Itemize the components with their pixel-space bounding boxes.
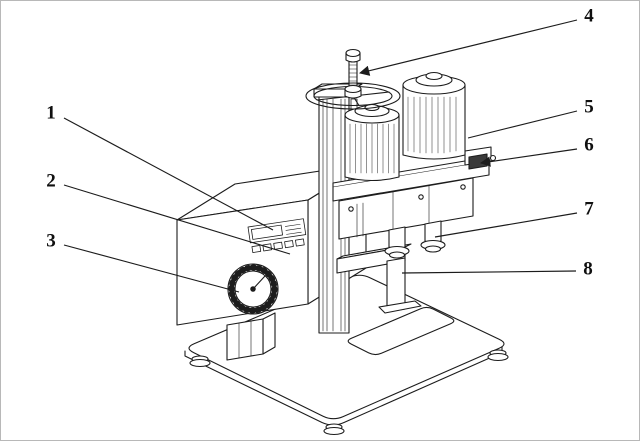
leader-line-6 <box>479 148 578 167</box>
belt-clamp <box>468 153 488 170</box>
leader-line-2 <box>63 184 291 255</box>
leader-line-8 <box>401 270 577 274</box>
spindle-head <box>384 226 410 259</box>
leader-line-5 <box>467 110 578 139</box>
callout-label-8: 8 <box>583 259 593 280</box>
handwheel[interactable] <box>305 82 401 110</box>
gear-housing <box>338 177 474 240</box>
machine-foot <box>323 423 345 436</box>
panel-buttons[interactable] <box>251 238 305 253</box>
machine-drawing <box>176 48 509 436</box>
spindle-heads <box>384 220 446 259</box>
motor-right <box>402 71 466 160</box>
head-assembly <box>332 146 497 240</box>
callout-label-7: 7 <box>584 199 594 220</box>
callout-label-3: 3 <box>46 231 56 252</box>
callout-label-1: 1 <box>46 103 56 124</box>
callout-label-6: 6 <box>584 135 594 156</box>
screw-shaft <box>345 48 361 92</box>
spindle-head <box>420 220 446 253</box>
base-plate <box>184 274 509 436</box>
panel-display <box>251 224 283 240</box>
leader-line-1 <box>63 117 274 231</box>
pedestal <box>226 312 276 361</box>
mount-plate <box>332 156 490 202</box>
callouts-layer: 1 2 3 4 5 6 7 8 <box>46 6 594 293</box>
callout-label-2: 2 <box>46 171 56 192</box>
plate-cutout <box>347 306 455 356</box>
machine-foot <box>487 349 509 362</box>
machine-foot <box>189 355 211 368</box>
callout-label-4: 4 <box>584 6 594 27</box>
control-knob[interactable] <box>227 263 279 315</box>
leader-line-3 <box>63 244 240 293</box>
callout-label-5: 5 <box>584 97 594 118</box>
clamp-screw <box>489 154 497 162</box>
leader-line-4 <box>358 19 578 76</box>
leader-line-7 <box>434 212 578 238</box>
control-panel[interactable] <box>247 218 307 253</box>
motor-left <box>344 103 400 182</box>
